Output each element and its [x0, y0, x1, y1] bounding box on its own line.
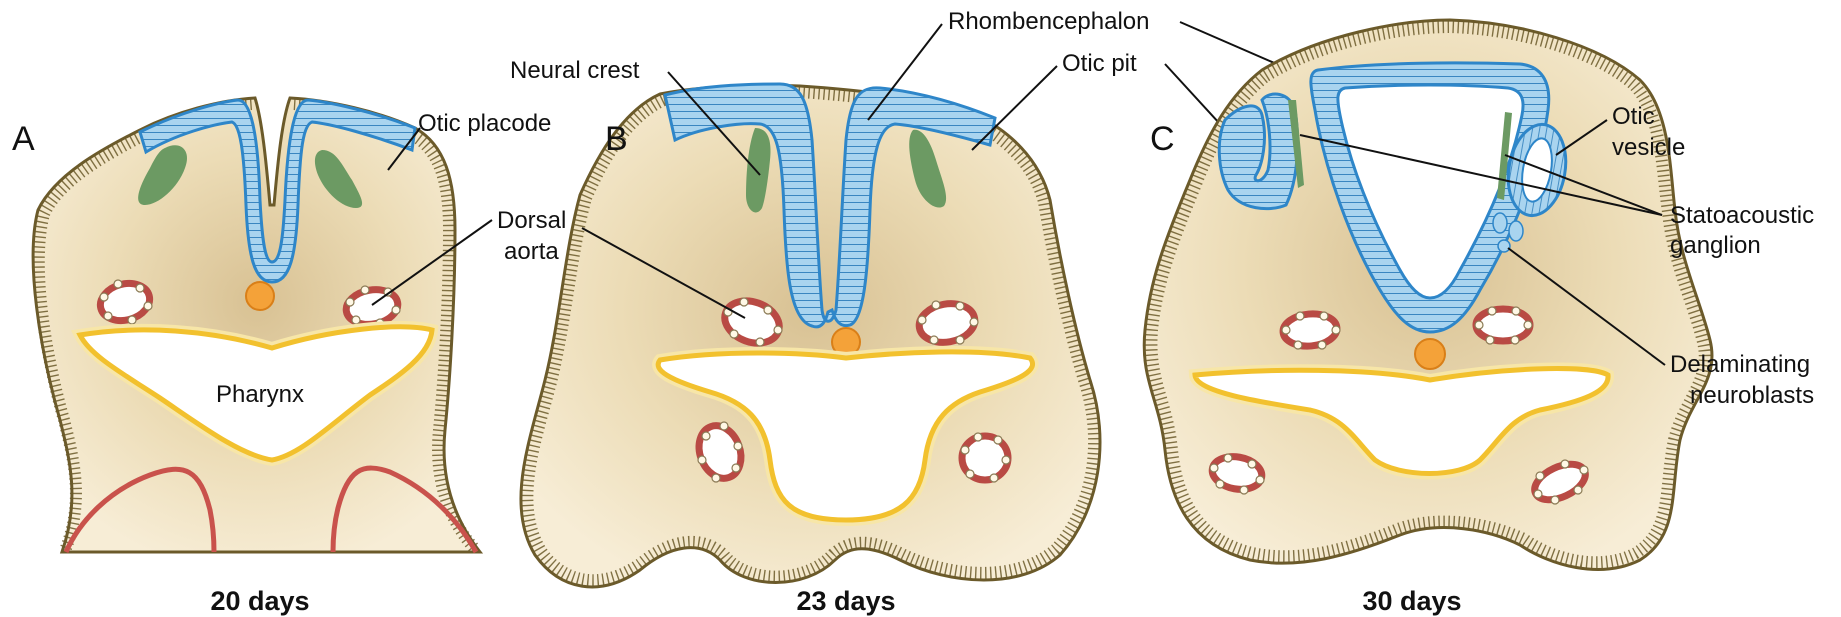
label-pharynx: Pharynx — [216, 381, 304, 408]
panel-b-aortic-arch-right — [961, 433, 1010, 482]
panel-c: C 30 days Otic vesicle Statoacoustic gan… — [1144, 20, 1814, 616]
label-dorsal-aorta-line1: Dorsal — [497, 207, 566, 234]
panel-b-caption: 23 days — [796, 586, 895, 616]
panel-c-notochord — [1415, 339, 1445, 369]
panel-c-letter: C — [1150, 120, 1175, 158]
label-rhombencephalon: Rhombencephalon — [948, 8, 1149, 35]
panel-b-letter: B — [605, 120, 628, 158]
label-otic-pit: Otic pit — [1062, 50, 1137, 77]
panel-a-notochord — [246, 282, 274, 310]
label-statoacoustic-line1: Statoacoustic — [1670, 202, 1814, 229]
label-otic-placode: Otic placode — [418, 110, 551, 137]
panel-c-neuroblast-3 — [1498, 240, 1510, 252]
label-statoacoustic-line2: ganglion — [1670, 232, 1761, 259]
panel-c-caption: 30 days — [1362, 586, 1461, 616]
panel-a-letter: A — [12, 120, 35, 158]
panel-c-neuroblast-2 — [1509, 221, 1523, 241]
panel-c-neuroblast-1 — [1493, 213, 1507, 233]
label-delaminating-line2: neuroblasts — [1690, 382, 1814, 409]
panel-a-caption: 20 days — [210, 586, 309, 616]
label-dorsal-aorta-line2: aorta — [504, 238, 559, 265]
leader-otic-pit-b — [972, 66, 1057, 150]
label-otic-vesicle-line2: vesicle — [1612, 134, 1685, 161]
panel-a: A 20 days Pharynx Otic placode Dorsal ao… — [12, 98, 566, 616]
label-neural-crest: Neural crest — [510, 57, 640, 84]
label-otic-vesicle-line1: Otic — [1612, 103, 1655, 130]
panel-c-dorsal-aorta-right — [1475, 307, 1532, 344]
label-delaminating-line1: Delaminating — [1670, 351, 1810, 378]
